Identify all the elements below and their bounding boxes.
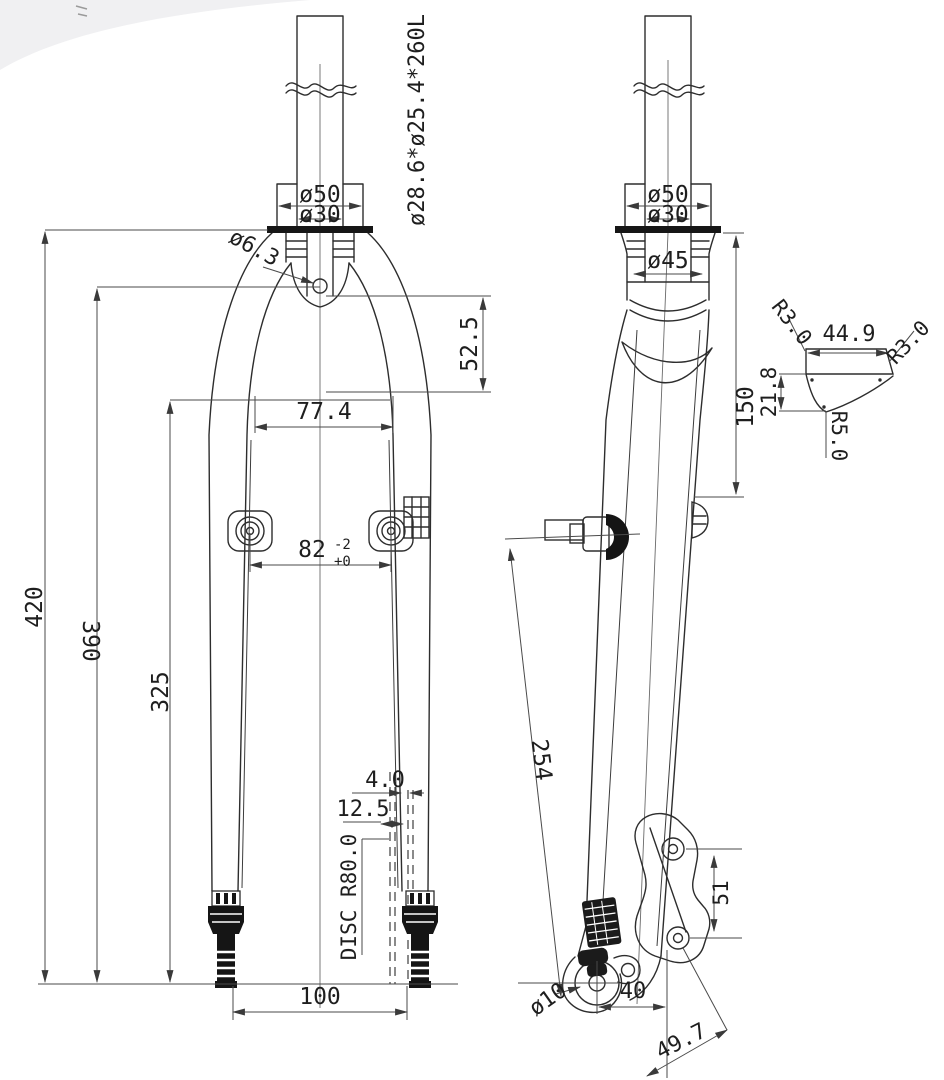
dim-len-420: 420	[22, 586, 48, 628]
crown-race-band	[267, 226, 373, 233]
dim-len-390: 390	[77, 620, 103, 662]
dim-crown-dia-50: ø50	[299, 182, 341, 208]
note-disc-r80: DISC R80.0	[337, 834, 361, 960]
dim-crown-dia-30: ø30	[299, 202, 341, 228]
dim-len-254: 254	[526, 738, 557, 782]
front-view-labels: ø28.6*ø25.4*260L ø50 ø30 ø6.3 52.5 77.4 …	[22, 14, 483, 1010]
dim-gap-12-5: 12.5	[337, 797, 390, 822]
disc-rotor-hidden-lines	[389, 772, 414, 984]
photo-corner	[0, 0, 310, 70]
dim-boss-spacing-82: 82	[298, 537, 326, 563]
dim-boss-tol-lower: +0	[334, 554, 351, 570]
side-view-labels: ø50 ø30 ø45 150 254 51 ø10 40 49.7	[525, 182, 759, 1065]
dim-radius-top-left: R3.0	[767, 295, 817, 350]
dim-dropout-spacing-100: 100	[299, 984, 341, 1010]
dim-radius-top-right: R3.0	[882, 316, 934, 369]
dim-axle-dia-10: ø10	[525, 978, 572, 1021]
section-detail-labels: R3.0 44.9 R3.0 21.8 R5.0	[757, 295, 934, 461]
dim-crown-dia-30-side: ø30	[647, 202, 689, 228]
dim-offset-40: 40	[620, 979, 647, 1004]
dim-arch-width-77-4: 77.4	[296, 399, 351, 425]
dim-height-21-8: 21.8	[757, 367, 781, 418]
dim-len-325: 325	[148, 671, 174, 713]
dim-disc-hole-spacing-51: 51	[709, 880, 733, 905]
dim-crown-drop-52-5: 52.5	[457, 316, 483, 371]
front-view	[38, 15, 491, 1020]
dim-len-49-7: 49.7	[652, 1018, 711, 1064]
dim-steerer-spec: ø28.6*ø25.4*260L	[405, 14, 430, 226]
crown-race-band	[615, 226, 721, 233]
dim-width-44-9: 44.9	[823, 322, 876, 347]
dim-crown-dia-50-side: ø50	[647, 182, 689, 208]
dim-radius-bottom: R5.0	[827, 411, 851, 462]
side-view	[504, 15, 744, 1078]
dim-len-150: 150	[733, 386, 759, 428]
dim-boss-tol-upper: -2	[334, 537, 351, 553]
axle-hardware	[577, 514, 629, 977]
section-detail-view	[777, 314, 915, 458]
dim-gap-4-0: 4.0	[365, 768, 405, 793]
dim-crown-dia-45: ø45	[647, 248, 689, 274]
